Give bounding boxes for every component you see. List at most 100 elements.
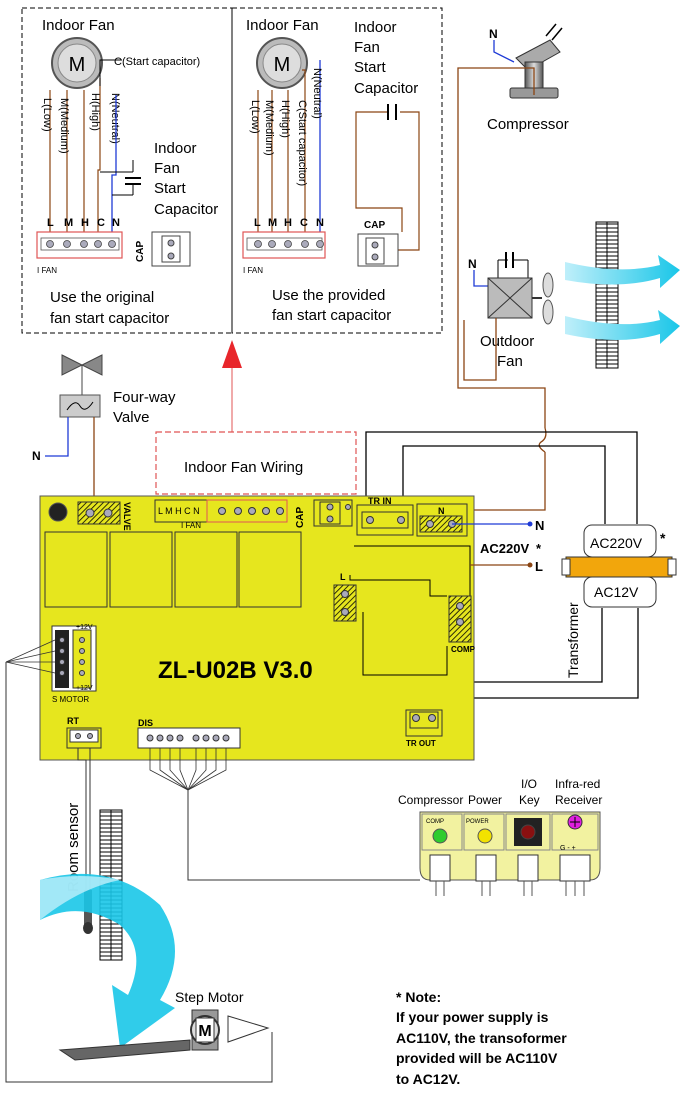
svg-text:L: L: [340, 572, 346, 582]
svg-text:C(Start capacitor): C(Start capacitor): [296, 100, 308, 186]
dis-pin: [202, 734, 210, 742]
svg-text:M(Medium): M(Medium): [58, 98, 70, 154]
fan-wires: [49, 78, 101, 232]
svg-text:Room sensor: Room sensor: [65, 803, 82, 892]
n-connector: N: [416, 503, 468, 537]
svg-text:N: N: [438, 506, 445, 516]
svg-text:DIS: DIS: [138, 718, 153, 728]
svg-text:N: N: [32, 449, 41, 463]
svg-text:M: M: [268, 217, 277, 229]
compressor-icon: [509, 23, 563, 99]
wire-labels: L(Low) M(Medium) H(High) N(Neutral): [41, 93, 121, 154]
svg-text:S MOTOR: S MOTOR: [52, 695, 89, 704]
dis-pin: [176, 734, 184, 742]
wire-labels: L(Low) M(Medium) H(High) C(Start capacit…: [249, 68, 323, 186]
panel-left-fan-title: Indoor Fan: [42, 17, 115, 34]
ifan-connector: L M H C N I FAN: [242, 217, 326, 275]
svg-text:Fan: Fan: [354, 39, 380, 56]
svg-text:Infra-red: Infra-red: [555, 777, 600, 791]
dis-pin: [146, 734, 154, 742]
svg-text:Fan: Fan: [154, 160, 180, 177]
step-motor-cable: [5, 639, 273, 1083]
svg-text:Start: Start: [154, 180, 187, 197]
svg-text:N: N: [112, 217, 120, 229]
outdoor-fan-icon: [487, 252, 554, 325]
svg-text:C: C: [97, 217, 105, 229]
relays: [44, 531, 302, 608]
board-cap-connector: CAP: [295, 499, 353, 528]
svg-text:Capacitor: Capacitor: [354, 80, 418, 97]
tr-in-connector: TR IN: [356, 496, 414, 536]
compressor-label: Compressor: [487, 116, 569, 133]
four-way-valve: Four-way Valve N: [32, 354, 176, 506]
dis-pin: [212, 734, 220, 742]
svg-text:I FAN: I FAN: [243, 266, 263, 275]
l-connector: L: [333, 572, 357, 622]
valve-icon: [59, 354, 103, 418]
fan-wires: [257, 69, 306, 232]
svg-text:G - +: G - +: [560, 845, 576, 852]
svg-text:I/O: I/O: [521, 777, 537, 791]
outdoor-coil-icon: [595, 221, 619, 369]
svg-text:CAP: CAP: [135, 241, 146, 262]
svg-text:Key: Key: [519, 793, 540, 807]
airflow-arrow-icon: [565, 310, 680, 344]
panel-left-caption-1: Use the original: [50, 289, 154, 306]
svg-text:Fan: Fan: [497, 353, 523, 370]
svg-text:Receiver: Receiver: [555, 793, 602, 807]
motor-icon: M: [51, 37, 103, 89]
display-panel: Compressor Power I/O Key Infra-red Recei…: [398, 777, 602, 896]
board-model: ZL-U02B V3.0: [158, 657, 313, 684]
svg-text:M(Medium): M(Medium): [263, 100, 275, 156]
svg-text:fan start capacitor: fan start capacitor: [272, 307, 391, 324]
indoor-airflow-arrow-icon: [40, 873, 175, 1048]
dis-connector: DIS: [137, 718, 241, 749]
compressor-led-icon: [432, 828, 448, 844]
svg-text:H(High): H(High): [279, 100, 291, 138]
svg-text:Indoor: Indoor: [354, 19, 397, 36]
svg-text:L(Low): L(Low): [249, 100, 261, 134]
svg-text:COMP: COMP: [426, 819, 444, 825]
svg-text:Compressor: Compressor: [398, 793, 463, 807]
svg-text:L: L: [254, 217, 261, 229]
compressor-neutral-label: N: [489, 27, 498, 41]
svg-text:M: M: [274, 54, 291, 76]
red-arrow-icon: [222, 340, 242, 432]
svg-text:AC110V, the transoformer: AC110V, the transoformer: [396, 1030, 567, 1046]
panel-provided-capacitor: Indoor Fan M L(Low) M(Medium) H(High) C(…: [231, 7, 443, 334]
svg-text:POWER: POWER: [466, 819, 489, 825]
svg-text:Transformer: Transformer: [565, 602, 581, 678]
svg-text:Indoor Fan: Indoor Fan: [246, 17, 319, 34]
cap-connector: CAP: [135, 231, 191, 267]
s-motor-connector: +12V +12V S MOTOR: [51, 624, 97, 704]
dis-pin: [222, 734, 230, 742]
svg-text:*: *: [536, 541, 542, 556]
svg-text:C: C: [300, 217, 308, 229]
svg-text:N(Neutral): N(Neutral): [109, 93, 121, 144]
svg-text:L: L: [47, 217, 54, 229]
svg-text:L M H C N: L M H C N: [158, 506, 200, 516]
svg-text:+12V: +12V: [76, 685, 93, 692]
capacitor-icon: [355, 104, 420, 251]
svg-text:TR OUT: TR OUT: [406, 739, 436, 748]
svg-text:H: H: [284, 217, 292, 229]
valve-connector: VALVE: [77, 501, 132, 531]
svg-text:Indoor Fan Wiring: Indoor Fan Wiring: [184, 459, 303, 476]
step-motor: Step Motor M: [58, 989, 270, 1061]
compressor: N Compressor: [487, 23, 569, 133]
svg-text:RT: RT: [67, 716, 79, 726]
board-ifan-connector: L M H C N I FAN: [154, 499, 288, 530]
svg-text:* Note:: * Note:: [396, 989, 441, 1005]
indoor-fan-wiring-box: Indoor Fan Wiring: [155, 431, 357, 495]
svg-text:Valve: Valve: [113, 409, 149, 426]
svg-text:H(High): H(High): [89, 93, 101, 131]
note: * Note: If your power supply is AC110V, …: [396, 989, 567, 1087]
svg-text:L: L: [535, 559, 543, 574]
dis-pin: [166, 734, 174, 742]
comp-connector: COMP: [448, 595, 476, 654]
svg-text:AC220V: AC220V: [590, 535, 643, 551]
svg-text:Indoor: Indoor: [154, 140, 197, 157]
svg-text:N: N: [535, 518, 544, 533]
svg-text:TR IN: TR IN: [368, 496, 392, 506]
